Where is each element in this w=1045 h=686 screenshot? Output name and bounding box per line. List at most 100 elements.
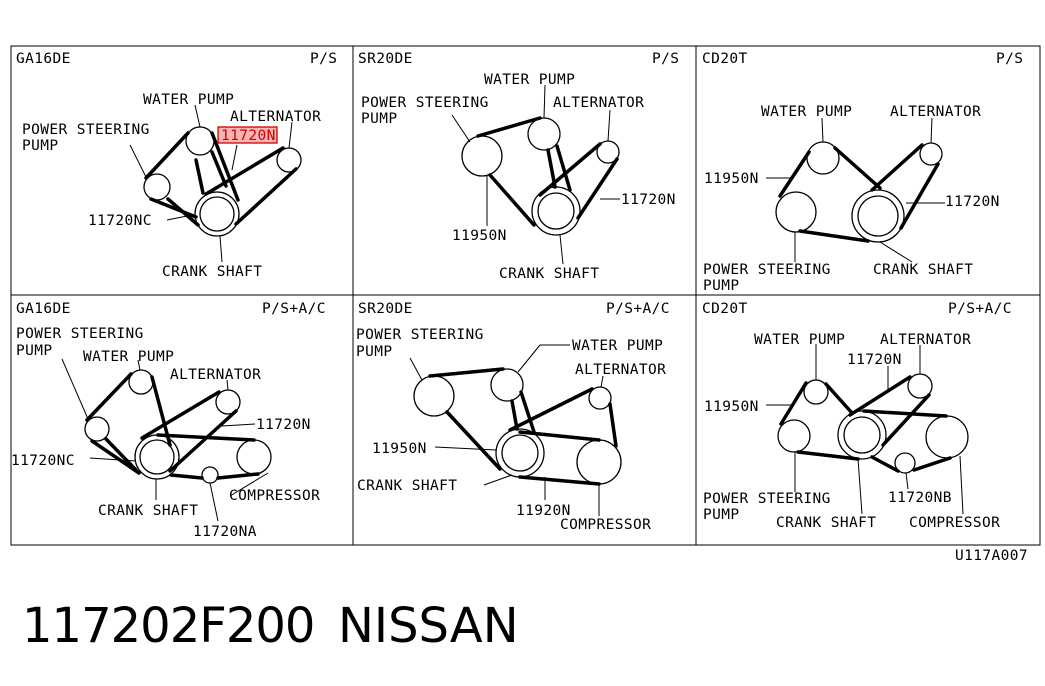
pump-label: PUMP bbox=[703, 507, 740, 523]
belt-segment bbox=[538, 142, 602, 197]
leader-lines bbox=[766, 344, 964, 515]
belts bbox=[476, 116, 619, 227]
crank-shaft-label: CRANK SHAFT bbox=[776, 515, 876, 531]
belt-code-label: 11920N bbox=[516, 503, 571, 519]
belts bbox=[85, 372, 260, 480]
power-steering-label: POWER STEERING bbox=[703, 491, 831, 507]
belt-segment bbox=[104, 437, 138, 472]
belt-segment bbox=[899, 162, 940, 230]
belt-segment bbox=[576, 157, 619, 220]
belt-code-label: 11950N bbox=[372, 441, 427, 457]
alternator-pulley bbox=[588, 386, 612, 410]
panel-engine-label: SR20DE bbox=[358, 51, 413, 67]
crank-shaft-label: CRANK SHAFT bbox=[357, 478, 457, 494]
panel-sr20de-ps: SR20DE P/S WATER PUMP POWER STEERING bbox=[358, 51, 679, 282]
idler-pulley bbox=[894, 452, 916, 474]
belt-code-label: 11720NC bbox=[88, 213, 152, 229]
belt-segment bbox=[234, 167, 298, 226]
alternator-label: ALTERNATOR bbox=[575, 362, 666, 378]
crank-pulley-inner bbox=[139, 439, 175, 475]
belts bbox=[779, 375, 952, 473]
panel-ga16de-ps: GA16DE P/S WATER PUMP POW bbox=[16, 51, 337, 280]
highlighted-belt-code: 11720N bbox=[221, 128, 276, 144]
belt-segment bbox=[210, 150, 228, 188]
pulleys bbox=[777, 373, 969, 474]
power-steering-label: POWER STEERING bbox=[703, 262, 831, 278]
belt-segment bbox=[510, 399, 519, 431]
belt-code-label: 11720NC bbox=[11, 453, 75, 469]
belt-segment bbox=[824, 382, 854, 415]
compressor-pulley bbox=[236, 439, 272, 475]
diagram-code: U117A007 bbox=[955, 548, 1028, 564]
belt-segment bbox=[848, 375, 912, 417]
power-steering-pulley bbox=[413, 375, 455, 417]
panel-engine-label: SR20DE bbox=[358, 301, 413, 317]
water-pump-label: WATER PUMP bbox=[754, 332, 845, 348]
belt-code-label: 11720N bbox=[256, 417, 311, 433]
belts bbox=[428, 367, 618, 486]
pump-label: PUMP bbox=[356, 344, 393, 360]
water-pump-pulley bbox=[490, 368, 524, 402]
panel-engine-label: GA16DE bbox=[16, 51, 71, 67]
crank-pulley-inner bbox=[199, 196, 235, 232]
crank-shaft-label: CRANK SHAFT bbox=[162, 264, 262, 280]
belt-segment bbox=[216, 472, 260, 480]
belt-code-label: 11720N bbox=[847, 352, 902, 368]
brand-name: NISSAN bbox=[338, 598, 519, 654]
power-steering-label: POWER STEERING bbox=[361, 95, 489, 111]
water-pump-label: WATER PUMP bbox=[572, 338, 663, 354]
belt-code-label: 11950N bbox=[704, 171, 759, 187]
panel-ga16de-psac: GA16DE P/S+A/C bbox=[11, 301, 326, 540]
belt-segment bbox=[140, 390, 221, 440]
panel-engine-label: CD20T bbox=[702, 51, 748, 67]
water-pump-label: WATER PUMP bbox=[761, 104, 852, 120]
belt-segment bbox=[90, 439, 141, 475]
leader-lines bbox=[409, 344, 604, 516]
power-steering-pulley bbox=[84, 416, 110, 442]
belt-segment bbox=[608, 402, 618, 448]
leader-lines bbox=[61, 358, 269, 522]
water-pump-label: WATER PUMP bbox=[83, 349, 174, 365]
belt-segment bbox=[798, 229, 870, 243]
belt-segment bbox=[204, 146, 285, 196]
panel-engine-label: CD20T bbox=[702, 301, 748, 317]
pump-label: PUMP bbox=[361, 111, 398, 127]
power-steering-pulley bbox=[461, 135, 503, 177]
panel-sr20de-psac: SR20DE P/S+A/C bbox=[356, 301, 670, 533]
belt-segment bbox=[796, 450, 860, 461]
crank-pulley-inner bbox=[857, 195, 899, 237]
alternator-label: ALTERNATOR bbox=[880, 332, 971, 348]
pump-label: PUMP bbox=[22, 138, 59, 154]
belt-segment bbox=[518, 475, 601, 486]
belts bbox=[144, 131, 298, 227]
water-pump-label: WATER PUMP bbox=[484, 72, 575, 88]
belt-segment bbox=[870, 143, 924, 192]
belt-segment bbox=[150, 375, 172, 447]
belt-segment bbox=[156, 433, 256, 442]
water-pump-pulley bbox=[527, 117, 561, 151]
pulleys bbox=[775, 141, 943, 243]
belt-segment bbox=[194, 158, 205, 195]
panel-cd20t-ps: CD20T P/S WATER PUMP ALTERNATOR 11950N bbox=[702, 51, 1023, 294]
belt-segment bbox=[144, 131, 190, 180]
power-steering-pulley bbox=[777, 419, 811, 453]
alternator-label: ALTERNATOR bbox=[890, 104, 981, 120]
belt-code-label: 11720NA bbox=[193, 524, 257, 540]
compressor-label: COMPRESSOR bbox=[229, 488, 320, 504]
belt-code-label: 11720N bbox=[621, 192, 676, 208]
power-steering-label: POWER STEERING bbox=[356, 327, 484, 343]
panel-config-label: P/S+A/C bbox=[948, 301, 1012, 317]
belt-segment bbox=[862, 409, 948, 418]
belts bbox=[778, 143, 940, 243]
belt-segment bbox=[518, 430, 601, 442]
panel-config-label: P/S bbox=[652, 51, 679, 67]
compressor-label: COMPRESSOR bbox=[560, 517, 651, 533]
belt-segment bbox=[169, 473, 204, 480]
panel-cd20t-psac: CD20T P/S+A/C bbox=[702, 301, 1012, 531]
pulleys bbox=[413, 368, 622, 485]
alternator-label: ALTERNATOR bbox=[553, 95, 644, 111]
belt-segment bbox=[546, 148, 557, 189]
panel-engine-label: GA16DE bbox=[16, 301, 71, 317]
leader-lines bbox=[766, 117, 945, 263]
belt-segment bbox=[833, 146, 882, 190]
